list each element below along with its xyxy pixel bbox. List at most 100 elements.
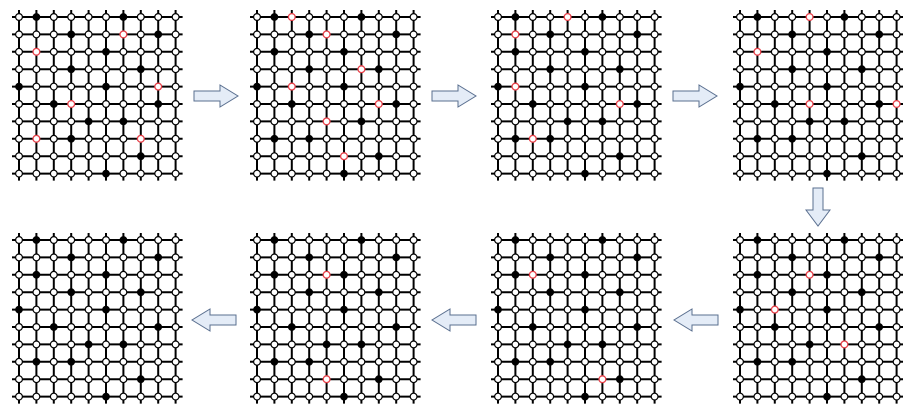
filled-node <box>67 253 76 262</box>
filled-node <box>253 82 261 91</box>
filled-node <box>598 13 607 21</box>
open-node <box>287 169 296 178</box>
open-node <box>598 152 607 161</box>
open-node <box>392 236 401 245</box>
open-node <box>615 117 624 126</box>
open-node <box>84 30 93 39</box>
filled-node <box>546 30 555 39</box>
lattice-panel-step-5 <box>733 233 903 404</box>
open-node <box>322 13 331 22</box>
open-node <box>822 340 831 349</box>
open-node <box>770 152 779 161</box>
open-node <box>154 236 163 245</box>
open-node <box>735 270 744 279</box>
filled-node <box>136 288 145 297</box>
filled-node <box>788 30 797 39</box>
filled-node <box>32 270 41 279</box>
open-node <box>409 392 418 401</box>
filled-node <box>598 340 607 349</box>
open-node <box>650 270 659 279</box>
open-node <box>598 82 607 91</box>
open-node <box>374 13 383 22</box>
open-node <box>546 152 555 161</box>
filled-node <box>736 82 744 91</box>
open-node <box>615 392 624 401</box>
open-node <box>84 47 93 56</box>
open-node <box>511 392 520 401</box>
open-node <box>598 357 607 366</box>
open-node <box>770 357 779 366</box>
open-node <box>171 99 180 108</box>
open-node <box>546 270 555 279</box>
open-node <box>528 357 537 366</box>
filled-node <box>102 305 110 314</box>
open-node <box>511 375 520 384</box>
open-node <box>171 117 180 126</box>
open-node <box>892 305 901 314</box>
open-node <box>511 253 520 262</box>
open-node <box>409 65 418 74</box>
lattice-panel-step-3 <box>491 10 662 181</box>
open-node <box>580 340 589 349</box>
open-node <box>735 357 744 366</box>
open-node <box>494 375 503 384</box>
open-node <box>528 340 537 349</box>
open-node <box>270 288 279 297</box>
open-node <box>67 169 76 178</box>
open-node <box>305 236 314 245</box>
open-node <box>171 47 180 56</box>
open-node <box>494 357 503 366</box>
open-node <box>374 357 383 366</box>
open-node <box>32 117 41 126</box>
open-node <box>67 117 76 126</box>
open-node <box>253 65 262 74</box>
open-node <box>875 340 884 349</box>
filled-node <box>67 30 76 39</box>
filled-node <box>546 288 555 297</box>
open-node <box>101 99 110 108</box>
open-node <box>633 47 642 56</box>
filled-node <box>753 236 762 244</box>
open-node <box>340 288 349 297</box>
open-node <box>357 392 366 401</box>
open-node <box>392 392 401 401</box>
open-node <box>805 323 814 332</box>
open-node <box>770 169 779 178</box>
open-node <box>270 117 279 126</box>
filled-node <box>374 288 383 297</box>
open-node <box>805 169 814 178</box>
open-node <box>270 30 279 39</box>
filled-node <box>581 305 589 314</box>
open-node <box>788 13 797 22</box>
open-node <box>735 30 744 39</box>
open-node <box>580 236 589 245</box>
open-node <box>171 340 180 349</box>
open-node <box>357 323 366 332</box>
open-node <box>392 357 401 366</box>
open-node <box>322 169 331 178</box>
open-node <box>49 340 58 349</box>
open-node <box>875 236 884 245</box>
open-node <box>322 65 331 74</box>
open-node <box>49 270 58 279</box>
open-node <box>494 65 503 74</box>
open-node <box>735 288 744 297</box>
filled-node <box>511 134 520 143</box>
open-node <box>840 253 849 262</box>
open-node <box>392 152 401 161</box>
open-node <box>875 47 884 56</box>
open-node <box>67 392 76 401</box>
open-node <box>84 288 93 297</box>
open-node <box>32 323 41 332</box>
highlighted-node <box>287 12 296 22</box>
open-node <box>340 65 349 74</box>
open-node <box>305 270 314 279</box>
open-node <box>633 375 642 384</box>
open-node <box>788 99 797 108</box>
open-node <box>735 99 744 108</box>
filled-node <box>32 236 41 244</box>
open-node <box>101 30 110 39</box>
open-node <box>857 323 866 332</box>
filled-node <box>340 270 348 279</box>
filled-node <box>840 117 849 126</box>
